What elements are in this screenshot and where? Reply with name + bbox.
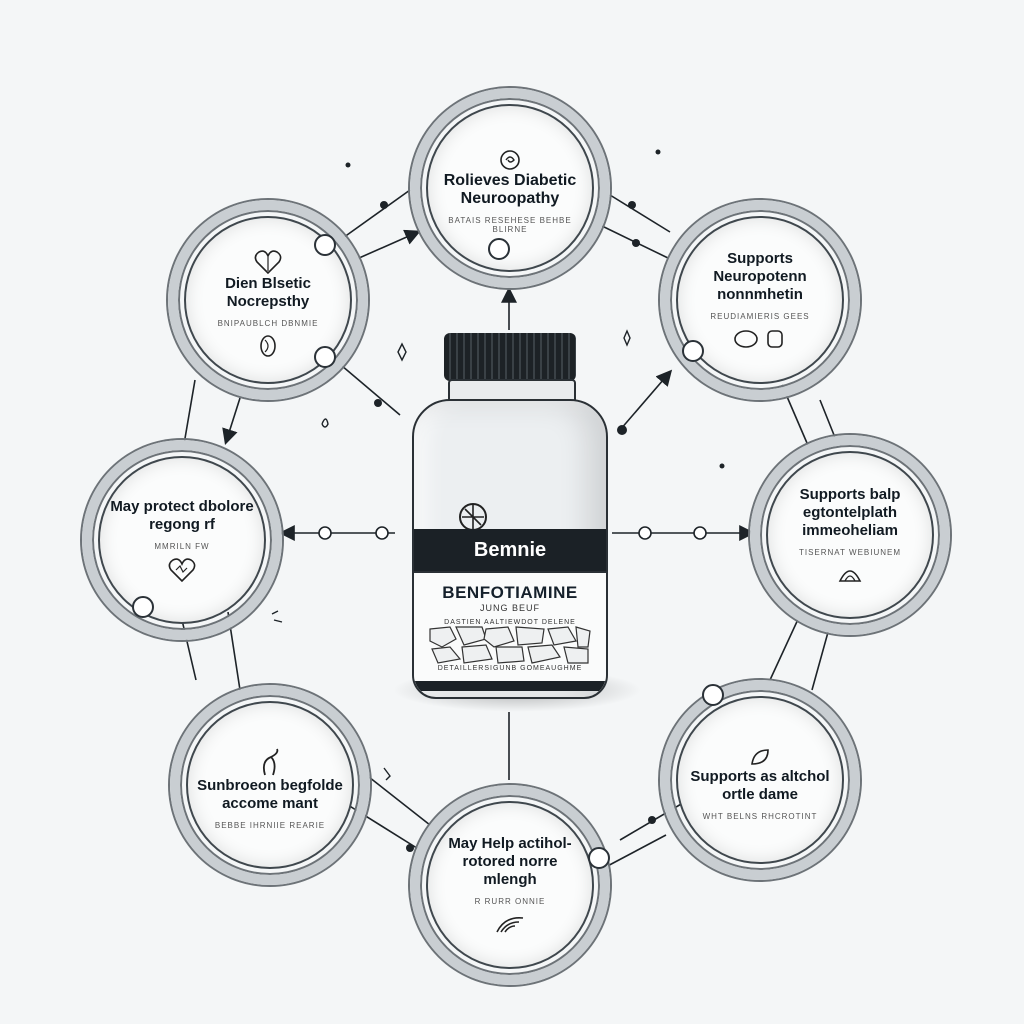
benefit-node-bottom-left: Sunbroeon begfolde accome mant BEBBE IHR…: [170, 685, 370, 885]
benefit-title: Sunbroeon begfolde accome mant: [197, 776, 343, 812]
connector-knob: [314, 346, 336, 368]
benefit-node-top-left: Dien Blsetic Nocrepsthy BNIPAUBLCH DBNMI…: [168, 200, 368, 400]
benefit-title: Supports balp egtontelplath immeoheliam: [799, 485, 901, 539]
benefit-title: May protect dbolore regong rf: [110, 497, 254, 533]
benefit-title: Supports as altchol ortle dame: [690, 767, 830, 803]
connector-knob: [588, 847, 610, 869]
heart-leaf-icon: [254, 249, 282, 274]
shell-icon: [838, 569, 862, 582]
heart-icon: [168, 557, 196, 582]
benefit-node-bottom-right: Supports as altchol ortle dame WHT BELNS…: [660, 680, 860, 880]
bottle-cap: [444, 333, 576, 381]
bottle-body: Bemnie BENFOTIAMINE JUNG BEUF DASTIEN AA…: [412, 399, 608, 699]
benefit-node-right: Supports balp egtontelplath immeoheliam …: [750, 435, 950, 635]
benefit-node-bottom: May Help actihol-rotored norre mlengh R …: [410, 785, 610, 985]
connector-knob: [682, 340, 704, 362]
benefit-title: Dien Blsetic Nocrepsthy: [225, 274, 311, 310]
benefit-title: Rolieves Diabetic Neuroopathy: [443, 172, 577, 207]
pill-pattern: [429, 626, 591, 664]
product-subtitle: JUNG BEUF: [479, 603, 540, 613]
supplement-bottle: Bemnie BENFOTIAMINE JUNG BEUF DASTIEN AA…: [412, 333, 608, 699]
benefit-fine-print: REUDIAMIERIS GEES: [710, 311, 810, 321]
connector-knob: [488, 238, 510, 260]
benefit-node-top-right: Supports Neuropotenn nonnmhetin REUDIAMI…: [660, 200, 860, 400]
figure-icon: [262, 748, 279, 775]
signal-icon: [496, 916, 524, 932]
benefit-node-top: Rolieves Diabetic Neuroopathy BATAIS RES…: [410, 88, 610, 288]
brand-name: Bemnie: [473, 538, 547, 561]
product-label: BENFOTIAMINE JUNG BEUF DASTIEN AALTIEWDO…: [414, 571, 606, 691]
benefit-fine-print: BEBBE IHRNIIE REARIE: [214, 820, 326, 830]
benefit-title: May Help actihol-rotored norre mlengh: [448, 834, 572, 888]
benefit-fine-print: R RURR ONNIE: [474, 896, 546, 906]
product-name: BENFOTIAMINE: [442, 583, 578, 602]
product-fine-print-1: DASTIEN AALTIEWDOT DELENE: [444, 619, 576, 626]
brand-band: Bemnie: [414, 529, 606, 571]
swirl-icon: [500, 150, 520, 170]
pills-icon: [734, 329, 783, 348]
connector-knob: [702, 684, 724, 706]
benefit-title: Supports Neuropotenn nonnmhetin: [713, 249, 807, 303]
benefit-fine-print: BATAIS RESEHESE BEHBE BLIRNE: [448, 216, 572, 234]
benefit-fine-print: MMRILN FW: [154, 541, 210, 551]
seed-icon: [260, 334, 276, 357]
benefit-fine-print: BNIPAUBLCH DBNMIE: [217, 318, 319, 328]
benefit-fine-print: TISERNAT WEBIUNEM: [798, 547, 902, 557]
benefit-node-left: May protect dbolore regong rf MMRILN FW: [82, 440, 282, 640]
connector-knob: [314, 234, 336, 256]
product-fine-print-2: DETAILLERSIGUNB GOMEAUGHME: [437, 665, 583, 672]
connector-knob: [132, 596, 154, 618]
leaf-icon: [751, 748, 769, 765]
benefit-fine-print: WHT BELNS RHCROTINT: [702, 811, 818, 821]
